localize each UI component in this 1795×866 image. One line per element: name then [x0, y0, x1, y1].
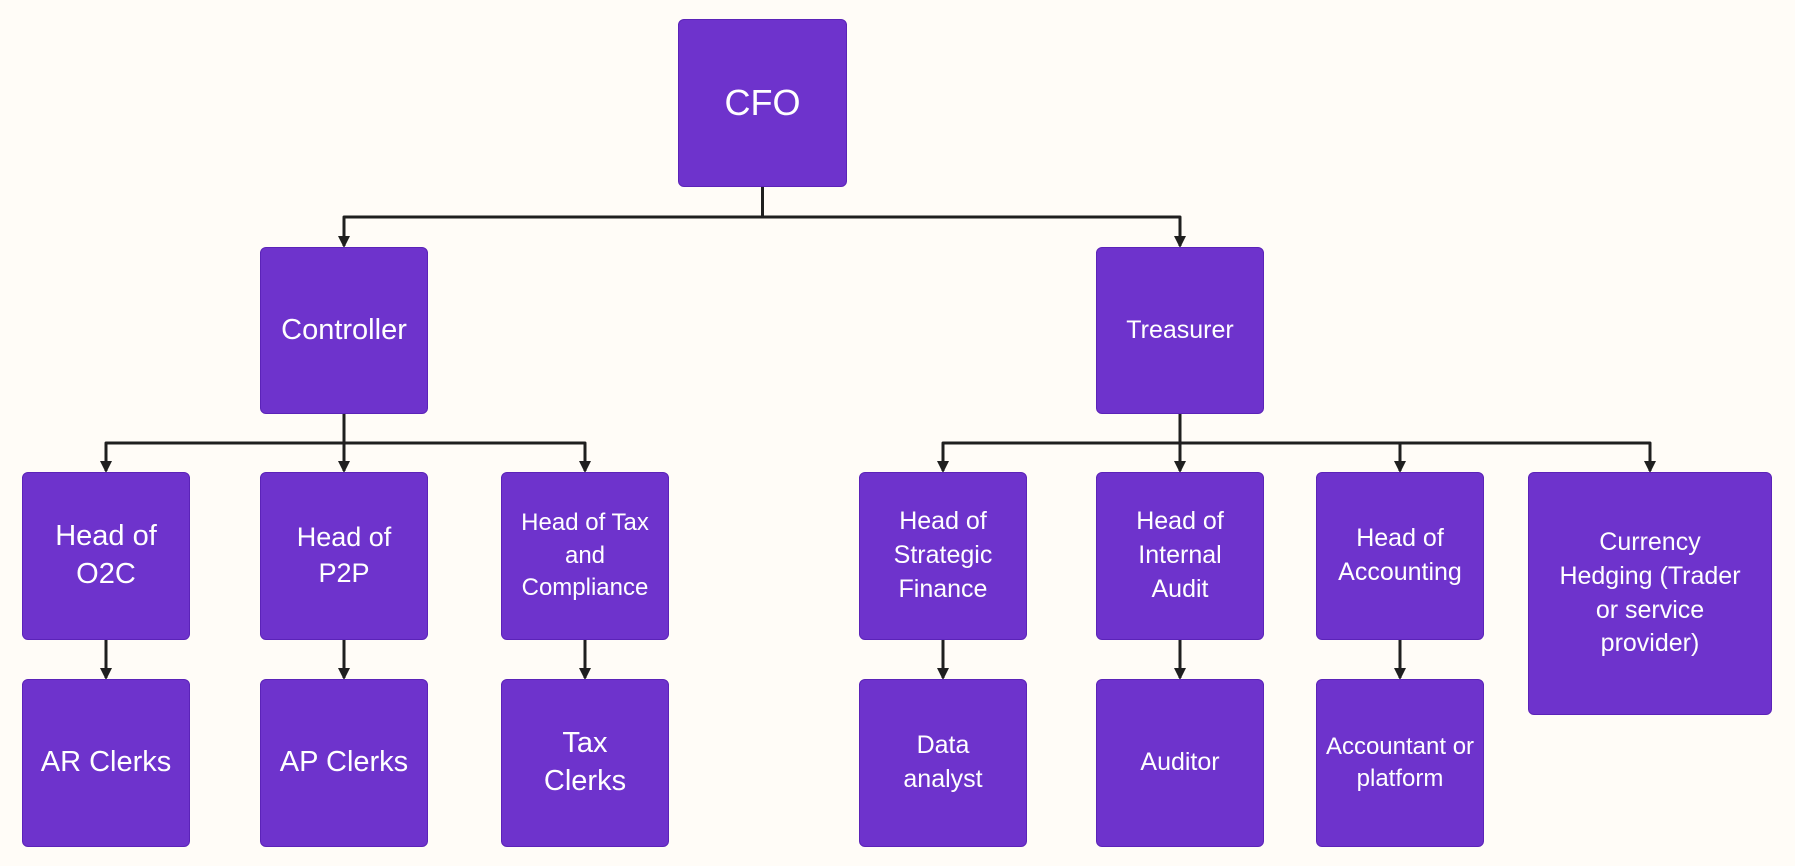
node-tax-clerks[interactable]: Tax Clerks — [501, 679, 669, 847]
node-head-internal-audit-label: Head of Internal Audit — [1136, 507, 1224, 603]
node-head-tax[interactable]: Head of Tax and Compliance — [501, 472, 669, 640]
node-cfo[interactable]: CFO — [678, 19, 847, 187]
node-auditor-label: Auditor — [1140, 748, 1220, 777]
node-accountant-label: Accountant or platform — [1325, 732, 1475, 792]
node-head-tax-label: Head of Tax and Compliance — [521, 509, 649, 602]
node-head-accounting[interactable]: Head of Accounting — [1316, 472, 1484, 640]
node-tax-clerks-label: Tax Clerks — [543, 727, 627, 797]
node-head-p2p-label: Head of P2P — [296, 522, 392, 588]
node-ap-clerks-label: AP Clerks — [279, 746, 409, 779]
node-data-analyst[interactable]: Data analyst — [859, 679, 1027, 847]
connector-cfo-to-controller — [338, 187, 764, 248]
connector-treasurer-to-head-strategic-finance — [937, 414, 1182, 473]
node-currency-hedging[interactable]: Currency Hedging (Trader or service prov… — [1528, 472, 1772, 715]
connector-treasurer-to-currency-hedging — [1178, 414, 1656, 473]
node-accountant[interactable]: Accountant or platform — [1316, 679, 1484, 847]
node-head-internal-audit[interactable]: Head of Internal Audit — [1096, 472, 1264, 640]
node-data-analyst-label: Data analyst — [903, 731, 983, 793]
node-treasurer-label: Treasurer — [1126, 315, 1234, 344]
node-ar-clerks-label: AR Clerks — [40, 746, 172, 779]
node-ap-clerks[interactable]: AP Clerks — [260, 679, 428, 847]
node-head-accounting-label: Head of Accounting — [1338, 524, 1462, 586]
node-currency-hedging-label: Currency Hedging (Trader or service prov… — [1559, 528, 1741, 658]
node-head-o2c[interactable]: Head of O2C — [22, 472, 190, 640]
node-controller-label: Controller — [281, 313, 407, 346]
node-head-strategic-finance-label: Head of Strategic Finance — [893, 507, 993, 603]
node-treasurer[interactable]: Treasurer — [1096, 247, 1264, 414]
node-controller[interactable]: Controller — [260, 247, 428, 414]
node-ar-clerks[interactable]: AR Clerks — [22, 679, 190, 847]
connector-controller-to-head-tax — [342, 414, 591, 473]
node-head-o2c-label: Head of O2C — [55, 520, 157, 590]
connector-cfo-to-treasurer — [761, 187, 1186, 248]
node-cfo-label: CFO — [724, 81, 801, 123]
node-head-strategic-finance[interactable]: Head of Strategic Finance — [859, 472, 1027, 640]
node-head-p2p[interactable]: Head of P2P — [260, 472, 428, 640]
node-auditor[interactable]: Auditor — [1096, 679, 1264, 847]
connector-controller-to-head-o2c — [100, 414, 346, 473]
